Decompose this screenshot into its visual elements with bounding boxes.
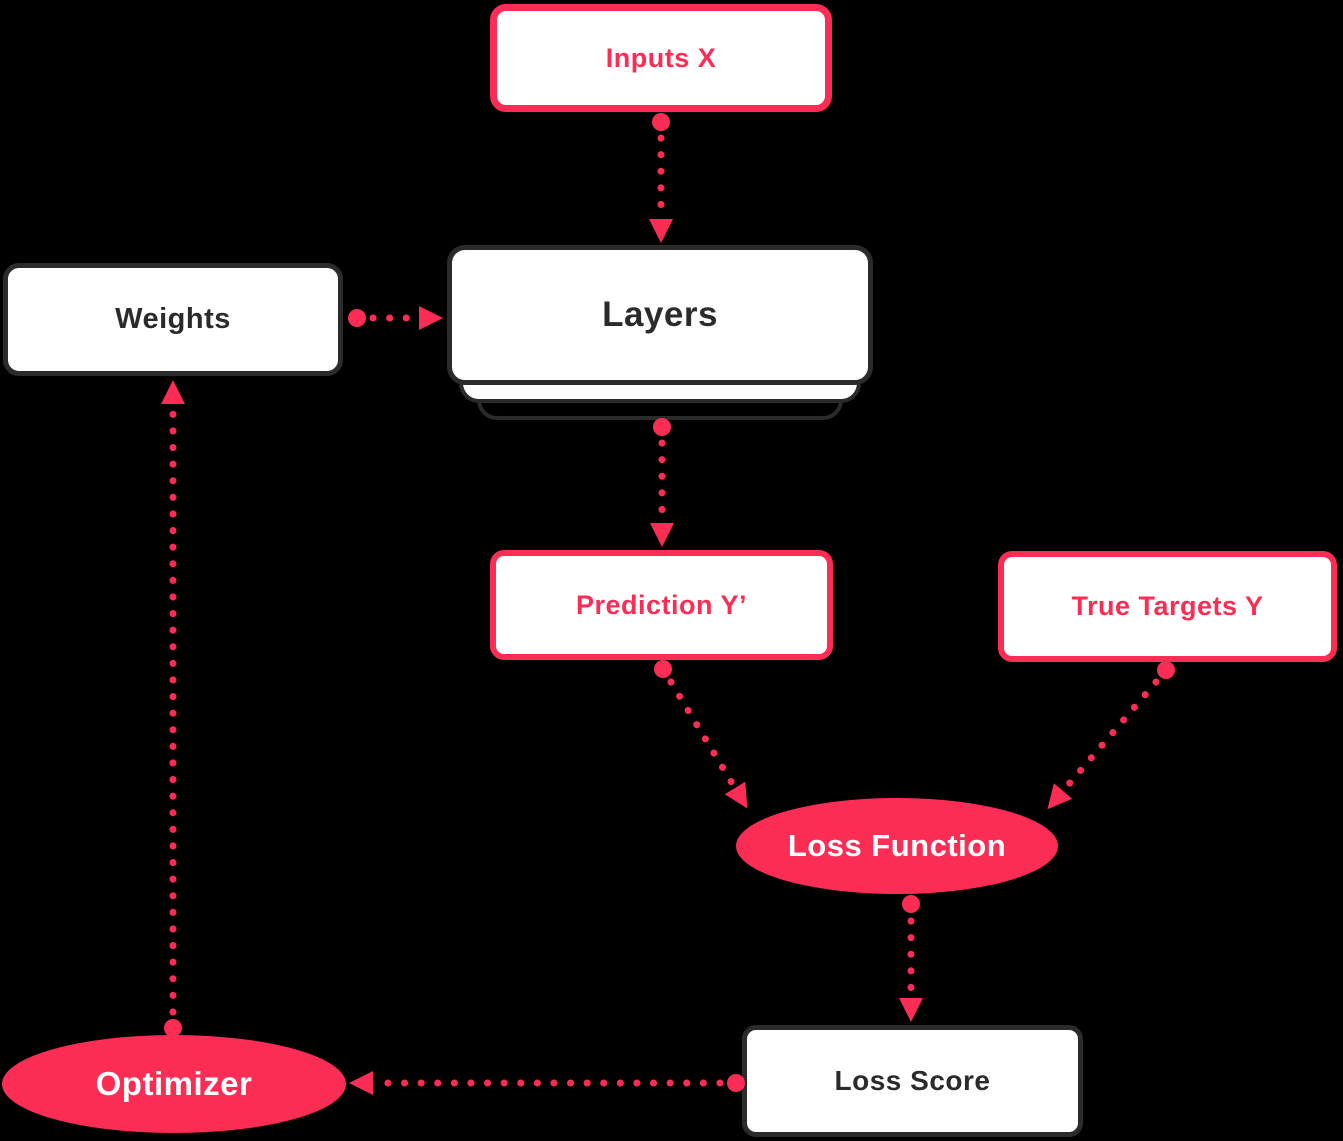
node-inputs-x-label: Inputs X bbox=[605, 42, 717, 73]
edge-dot-inputs-to-layers bbox=[652, 113, 670, 131]
node-weights-label: Weights bbox=[115, 303, 231, 335]
edge-dot-layers-to-prediction bbox=[653, 418, 671, 436]
node-prediction: Prediction Y’ bbox=[490, 550, 833, 660]
edge-dot-weights-to-layers bbox=[348, 309, 366, 327]
node-inputs-x: Inputs X bbox=[490, 4, 832, 112]
node-prediction-label: Prediction Y’ bbox=[575, 589, 748, 620]
node-optimizer: Optimizer bbox=[2, 1035, 346, 1133]
node-layers-label: Layers bbox=[602, 295, 718, 334]
edge-dot-targets-to-loss bbox=[1157, 661, 1175, 679]
node-loss-function-label: Loss Function bbox=[787, 828, 1007, 863]
node-true-targets: True Targets Y bbox=[998, 551, 1337, 662]
edge-dot-prediction-to-loss bbox=[654, 660, 672, 678]
node-layers: Layers bbox=[447, 245, 873, 385]
edge-true-targets-to-loss-function bbox=[1047, 678, 1160, 810]
node-weights: Weights bbox=[3, 263, 343, 376]
node-optimizer-label: Optimizer bbox=[95, 1065, 253, 1102]
edge-prediction-to-loss-function bbox=[667, 678, 748, 809]
node-loss-function: Loss Function bbox=[736, 798, 1058, 894]
node-true-targets-label: True Targets Y bbox=[1071, 591, 1264, 621]
node-loss-score: Loss Score bbox=[742, 1025, 1083, 1137]
node-loss-score-label: Loss Score bbox=[834, 1065, 991, 1096]
edge-dot-loss-to-score bbox=[902, 895, 920, 913]
